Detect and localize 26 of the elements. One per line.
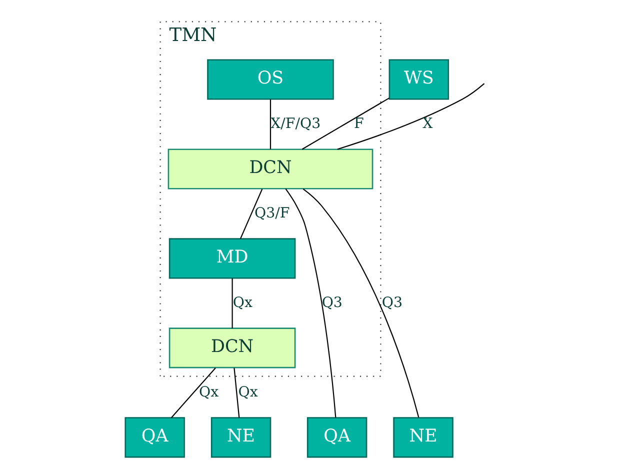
node-box: OS — [207, 59, 334, 100]
connector — [270, 100, 272, 150]
node-box: MD — [168, 238, 296, 279]
edge-label: Qx — [238, 384, 258, 400]
node-box: WS — [388, 59, 449, 100]
connector — [234, 368, 240, 418]
connector — [302, 98, 390, 150]
node-box: QA — [124, 417, 185, 458]
edge-label: Q3/F — [254, 205, 290, 222]
node-box: DCN — [168, 148, 374, 190]
connector — [337, 83, 485, 150]
node-box: DCN — [168, 328, 296, 368]
connector — [240, 188, 263, 239]
connector — [285, 188, 336, 418]
edge-label: Qx — [232, 294, 252, 311]
edge-label: Q3 — [382, 294, 402, 311]
edge-label: F — [354, 116, 364, 132]
edge-label: Q3 — [322, 294, 342, 311]
connector — [170, 368, 216, 418]
node-box: NE — [393, 417, 454, 458]
node-box: QA — [306, 417, 368, 458]
connector — [232, 278, 233, 328]
edge-label: X — [422, 116, 433, 132]
connector — [302, 188, 420, 418]
node-box: NE — [210, 417, 272, 458]
edge-label: Qx — [199, 384, 219, 400]
